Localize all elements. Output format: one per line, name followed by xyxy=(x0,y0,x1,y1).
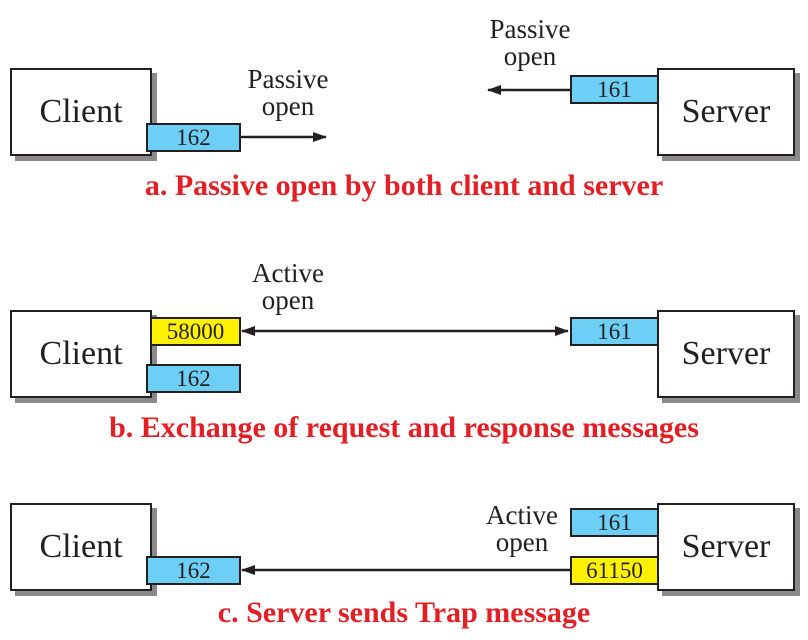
client-port-58000-b: 58000 xyxy=(150,317,241,346)
server-box-a: Server xyxy=(657,68,795,156)
active-open-label-b: Active open xyxy=(236,260,340,314)
caption-c: c. Server sends Trap message xyxy=(217,596,591,629)
port-number: 162 xyxy=(176,125,211,150)
port-number: 161 xyxy=(597,77,632,102)
label-line: Passive xyxy=(489,14,571,44)
port-number: 162 xyxy=(176,558,211,583)
caption-a: a. Passive open by both client and serve… xyxy=(144,169,664,202)
server-port-161-c: 161 xyxy=(570,508,659,537)
caption-b: b. Exchange of request and response mess… xyxy=(109,411,699,444)
server-label: Server xyxy=(681,93,771,130)
port-number: 162 xyxy=(176,366,211,391)
port-number: 58000 xyxy=(166,319,225,344)
client-port-162-c: 162 xyxy=(146,556,241,585)
port-number: 161 xyxy=(597,319,632,344)
server-label: Server xyxy=(681,528,771,565)
label-line: Active xyxy=(252,258,324,288)
active-open-label-c: Active open xyxy=(470,502,574,556)
port-number: 61150 xyxy=(586,558,643,583)
label-line: open xyxy=(495,527,549,557)
server-port-61150-c: 61150 xyxy=(570,556,659,585)
client-box-a: Client xyxy=(10,68,152,156)
client-label: Client xyxy=(39,93,123,130)
server-port-161-b: 161 xyxy=(570,317,659,346)
server-box-b: Server xyxy=(657,310,795,398)
client-passive-open-label: Passive open xyxy=(236,66,340,120)
port-number: 161 xyxy=(597,510,632,535)
label-line: open xyxy=(261,91,315,121)
client-label: Client xyxy=(39,528,123,565)
label-line: Passive xyxy=(247,64,329,94)
label-line: open xyxy=(261,285,315,315)
server-passive-open-label: Passive open xyxy=(478,16,582,70)
client-box-c: Client xyxy=(10,503,152,591)
client-port-162-a: 162 xyxy=(146,123,241,152)
label-line: open xyxy=(503,41,557,71)
client-label: Client xyxy=(39,335,123,372)
server-box-c: Server xyxy=(657,503,795,591)
server-label: Server xyxy=(681,335,771,372)
client-port-162-b: 162 xyxy=(146,364,241,393)
client-box-b: Client xyxy=(10,310,152,398)
server-port-161-a: 161 xyxy=(570,75,659,104)
label-line: Active xyxy=(486,500,558,530)
